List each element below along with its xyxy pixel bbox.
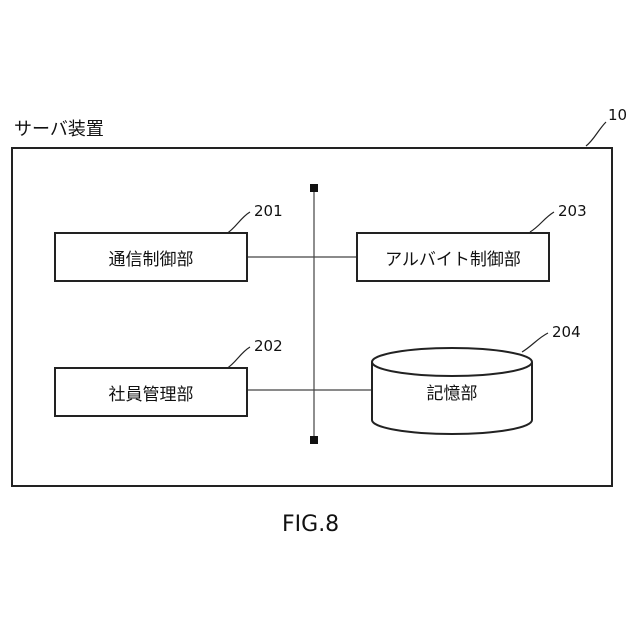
comm-control-block: 通信制御部	[54, 232, 248, 282]
bus-bottom-terminal	[310, 436, 318, 444]
leader-parttime	[530, 212, 554, 232]
leader-server	[586, 122, 606, 146]
parttime-control-block: アルバイト制御部	[356, 232, 550, 282]
bus-top-terminal	[310, 184, 318, 192]
leader-storage	[522, 333, 548, 352]
parttime-control-label: アルバイト制御部	[385, 245, 521, 270]
leader-comm	[226, 212, 250, 234]
parttime-control-ref: 203	[558, 204, 587, 219]
figure-caption: FIG.8	[282, 514, 339, 536]
server-ref: 10	[608, 108, 627, 123]
comm-control-ref: 201	[254, 204, 283, 219]
employee-mgmt-block: 社員管理部	[54, 367, 248, 417]
comm-control-label: 通信制御部	[109, 245, 194, 270]
server-label: サーバ装置	[14, 121, 104, 139]
employee-mgmt-label: 社員管理部	[109, 380, 194, 405]
storage-label: 記憶部	[372, 386, 532, 403]
leader-employee	[226, 347, 250, 369]
employee-mgmt-ref: 202	[254, 339, 283, 354]
storage-ref: 204	[552, 325, 581, 340]
storage-cylinder-top	[372, 348, 532, 376]
server-frame	[12, 148, 612, 486]
